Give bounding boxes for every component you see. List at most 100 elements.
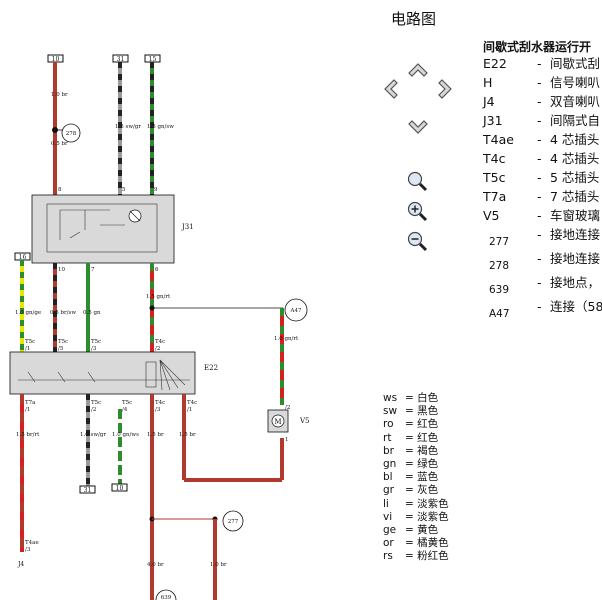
- legend-row: J4-双音喇叭: [483, 94, 601, 109]
- svg-text:T5c: T5c: [91, 339, 101, 345]
- svg-text:/2: /2: [155, 346, 160, 352]
- terminal-10: 10: [47, 54, 64, 63]
- svg-text:/1: /1: [187, 407, 192, 413]
- svg-text:1.0 br: 1.0 br: [51, 92, 68, 98]
- svg-text:6: 6: [155, 267, 159, 273]
- color-row: gn= 绿色: [383, 458, 439, 471]
- svg-text:M: M: [274, 418, 281, 426]
- svg-text:T4c: T4c: [155, 400, 165, 406]
- svg-text:31: 31: [84, 487, 92, 494]
- svg-text:1.5 br: 1.5 br: [147, 432, 164, 438]
- legend-heading: 间歇式刮水器运行开: [483, 40, 592, 54]
- color-row: rs= 粉红色: [383, 550, 449, 563]
- svg-text:1.0 gn/ws: 1.0 gn/ws: [112, 432, 139, 438]
- wire-a47-v5: 1.0 gn/rt: [274, 308, 299, 405]
- pan-up-button[interactable]: [408, 63, 428, 77]
- svg-text:278: 278: [66, 131, 77, 137]
- wire-t5c2-sw-gr: T5c /2 1.0 sw/gr 31: [79, 394, 106, 494]
- svg-text:7: 7: [91, 267, 95, 273]
- svg-text:T5c: T5c: [91, 400, 101, 406]
- svg-text:T4c: T4c: [187, 400, 197, 406]
- ground-277: 277: [222, 510, 244, 532]
- svg-text:J31: J31: [181, 223, 194, 231]
- svg-text:T5c: T5c: [58, 339, 68, 345]
- legend-row: T7a-7 芯插头: [483, 189, 600, 204]
- color-row: li= 淡紫色: [383, 497, 449, 510]
- legend-row: 639-接地点，: [489, 275, 601, 296]
- svg-text:16: 16: [19, 254, 27, 261]
- legend-row: T5c-5 芯插头: [483, 170, 600, 185]
- legend-row: 278-接地连接: [489, 251, 601, 272]
- terminal-15: 15: [144, 54, 161, 63]
- svg-text:1.0 gn/rt: 1.0 gn/rt: [274, 336, 299, 342]
- svg-text:/5: /5: [58, 346, 64, 352]
- wire-j31-10: 10 0.5 br/sw: [50, 263, 76, 352]
- svg-text:5: 5: [122, 187, 126, 193]
- module-j31: J31 8 5 9: [31, 187, 194, 264]
- legend-row: T4c-4 芯插头: [483, 151, 600, 166]
- wire-t7a-br-rt: T7a /1 1.5 br/rt T4ae /3 J4: [16, 394, 40, 568]
- svg-text:J4: J4: [17, 561, 24, 568]
- svg-text:0.5 br: 0.5 br: [51, 141, 68, 147]
- svg-text:31: 31: [117, 56, 125, 63]
- wire-10-br: 1.0 br 0.5 br: [51, 62, 68, 195]
- pan-right-button[interactable]: [438, 79, 452, 99]
- svg-text:1.5 gn/rt: 1.5 gn/rt: [146, 294, 171, 300]
- zoom-fit-button[interactable]: [407, 171, 428, 192]
- legend-row: 277-接地连接: [489, 227, 601, 248]
- svg-text:1.5 br: 1.5 br: [179, 432, 196, 438]
- color-row: bl= 蓝色: [383, 471, 439, 484]
- svg-text:1.5 gn/sw: 1.5 gn/sw: [147, 124, 174, 130]
- zoom-in-button[interactable]: [407, 201, 428, 222]
- svg-text:277: 277: [228, 519, 239, 525]
- legend-row: E22-间歇式刮: [483, 56, 601, 71]
- svg-text:T4ae: T4ae: [25, 540, 39, 546]
- color-row: or= 橘黄色: [383, 537, 449, 550]
- svg-text:A47: A47: [290, 308, 302, 314]
- wire-31-sw-gr: 1.5 sw/gr: [115, 62, 141, 195]
- svg-text:1.0 sw/gr: 1.0 sw/gr: [80, 432, 106, 438]
- svg-text:10: 10: [52, 56, 60, 63]
- motor-v5: M /2 1 V5: [267, 405, 310, 443]
- zoom-out-button[interactable]: [407, 231, 428, 252]
- svg-text:V5: V5: [299, 417, 310, 425]
- wire-16-gn-ge: 1.0 gn/ge: [15, 260, 41, 352]
- svg-text:10: 10: [58, 267, 65, 273]
- svg-text:/2: /2: [91, 407, 96, 413]
- wire-j31-6: 6 1.5 gn/rt: [146, 263, 283, 352]
- svg-text:/4: /4: [122, 407, 128, 413]
- svg-text:0.5 br/sw: 0.5 br/sw: [50, 310, 76, 316]
- svg-text:T4c: T4c: [155, 339, 165, 345]
- svg-text:1.0 br: 1.0 br: [210, 562, 227, 568]
- component-legend: E22-间歇式刮 H-信号喇叭 J4-双音喇叭 J31-间隔式自 T4ae-4 …: [483, 54, 602, 321]
- terminal-16: 16: [14, 252, 31, 261]
- svg-text:8: 8: [58, 187, 62, 193]
- color-row: vi= 淡紫色: [383, 510, 449, 523]
- connector-labels-top: T5c T5c T5c T4c /1 /5 /3 /2: [25, 339, 165, 352]
- svg-text:1.5 br/rt: 1.5 br/rt: [16, 432, 40, 438]
- svg-text:T5c: T5c: [122, 400, 132, 406]
- color-row: gr= 灰色: [383, 484, 439, 497]
- legend-row: H-信号喇叭: [483, 75, 601, 90]
- pan-left-button[interactable]: [384, 79, 398, 99]
- svg-text:/2: /2: [285, 405, 290, 411]
- color-row: ro= 红色: [383, 418, 439, 431]
- svg-text:9: 9: [154, 187, 158, 193]
- color-row: sw= 黑色: [383, 405, 439, 418]
- svg-text:1.0 gn/ge: 1.0 gn/ge: [15, 310, 41, 316]
- circuit-diagram: 10 31 15 1.0 br 0.5 br 278 1.5 sw/gr 1.5…: [9, 54, 310, 600]
- svg-text:10: 10: [116, 485, 124, 492]
- svg-text:4.0 br: 4.0 br: [147, 562, 164, 568]
- pan-down-button[interactable]: [408, 120, 428, 134]
- color-row: ws= 白色: [383, 392, 439, 404]
- svg-text:T7a: T7a: [25, 400, 36, 406]
- node-a47: A47: [284, 298, 308, 322]
- wire-j31-7: 7 0.5 gn: [83, 263, 101, 352]
- svg-text:T5c: T5c: [25, 339, 35, 345]
- svg-text:1.5 sw/gr: 1.5 sw/gr: [115, 124, 141, 130]
- svg-text:/3: /3: [25, 547, 31, 553]
- svg-text:0.5 gn: 0.5 gn: [83, 310, 101, 316]
- ground-639: 639: [155, 589, 177, 600]
- svg-text:/3: /3: [155, 407, 161, 413]
- legend-row: T4ae-4 芯插头: [483, 132, 600, 147]
